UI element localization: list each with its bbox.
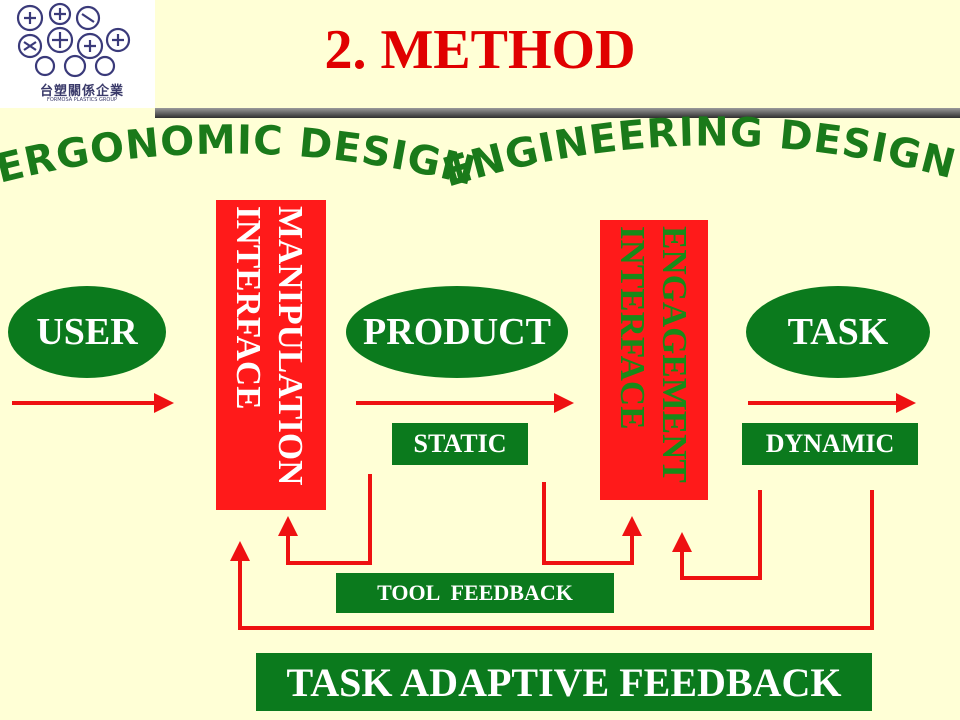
user-node: USER xyxy=(8,286,166,378)
page-title: 2. METHOD xyxy=(324,19,636,81)
product-node: PRODUCT xyxy=(346,286,568,378)
engagement-interface-label-line1: ENGAGEMENT xyxy=(655,226,694,483)
manipulation-interface-label-line2: INTERFACE xyxy=(229,206,268,410)
title-separator xyxy=(155,108,960,118)
task-node: TASK xyxy=(746,286,930,378)
company-logo xyxy=(0,0,155,108)
logo-text: 台塑關係企業 xyxy=(39,84,124,99)
task-adaptive-feedback-loop xyxy=(230,490,874,630)
manipulation-interface-label-line1: MANIPULATION xyxy=(271,206,310,486)
tool-feedback-label: TOOL FEEDBACK xyxy=(336,573,614,613)
static-label: STATIC xyxy=(392,423,528,465)
engagement-interface-box xyxy=(600,220,708,500)
task-adaptive-feedback-label: TASK ADAPTIVE FEEDBACK xyxy=(256,653,872,711)
dynamic-feedback-loop xyxy=(672,490,762,580)
tool-feedback-loop-left xyxy=(278,474,372,565)
dynamic-label: DYNAMIC xyxy=(742,423,918,465)
tool-feedback-loop-right xyxy=(542,482,642,565)
logo-subtext: FORMOSA PLASTICS GROUP xyxy=(46,97,118,103)
engagement-interface-label-line2: INTERFACE xyxy=(613,226,652,430)
manipulation-interface-box xyxy=(216,200,326,510)
logo-emblem-icon xyxy=(16,2,131,78)
design-headings: ERGONOMIC DESIGN ENGINEERING DESIGN xyxy=(0,115,960,196)
